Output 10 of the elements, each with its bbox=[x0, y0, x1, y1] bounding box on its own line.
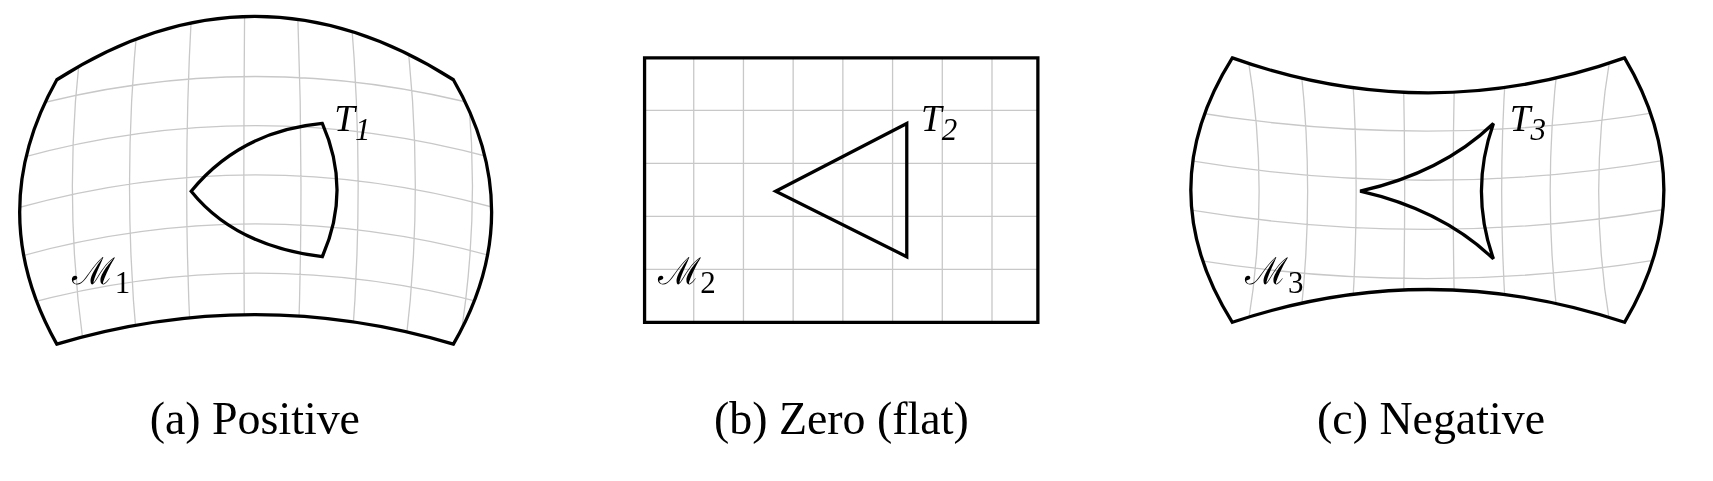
subfigure-caption: (a) Positive bbox=[149, 395, 360, 442]
subfigure-caption: (b) Zero (flat) bbox=[713, 395, 969, 442]
manifold-label: ℳ$_{1}$ bbox=[72, 253, 131, 299]
manifold-label: ℳ$_{3}$ bbox=[1245, 253, 1304, 299]
flat-surface bbox=[640, 53, 1043, 327]
subfigure-caption: (c) Negative bbox=[1317, 395, 1546, 442]
triangle-label: T$_{3}$ bbox=[1509, 100, 1546, 146]
triangle-label: T$_{1}$ bbox=[334, 100, 371, 146]
triangle-label: T$_{2}$ bbox=[921, 100, 958, 146]
manifold-label: ℳ$_{2}$ bbox=[657, 253, 716, 299]
